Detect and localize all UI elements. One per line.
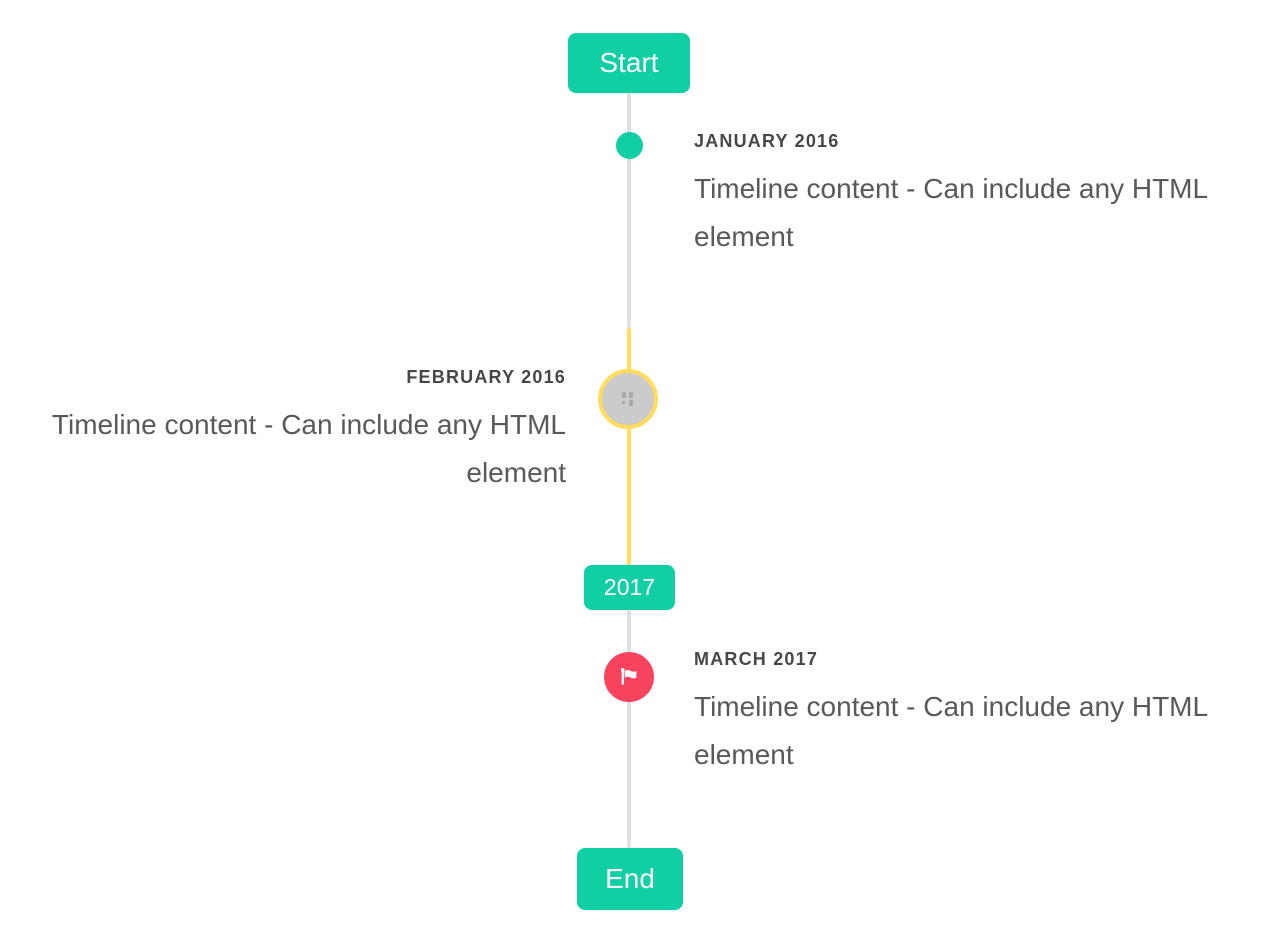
- event-period-label: MARCH 2017: [694, 649, 819, 669]
- broken-image-icon: [622, 392, 633, 406]
- event-period-label: JANUARY 2016: [694, 131, 840, 151]
- timeline-line-highlight-segment: [627, 328, 631, 565]
- end-badge: End: [577, 848, 683, 910]
- flag-icon: [620, 668, 637, 685]
- event-dot-marker: [616, 132, 643, 159]
- timeline-item-january-2016: JANUARY 2016 Timeline content - Can incl…: [694, 131, 1222, 261]
- event-content-text: Timeline content - Can include any HTML …: [694, 173, 1208, 252]
- timeline-item-february-2016: FEBRUARY 2016 Timeline content - Can inc…: [26, 367, 566, 497]
- image-placeholder-marker: [598, 369, 658, 429]
- timeline-line-top-segment: [627, 93, 631, 328]
- timeline-line-bottom-segment: [627, 610, 631, 848]
- timeline-item-march-2017: MARCH 2017 Timeline content - Can includ…: [694, 649, 1222, 779]
- flag-marker: [604, 652, 654, 702]
- year-badge: 2017: [584, 565, 675, 610]
- event-content-text: Timeline content - Can include any HTML …: [694, 691, 1208, 770]
- start-badge: Start: [568, 33, 690, 93]
- event-content-text: Timeline content - Can include any HTML …: [51, 409, 566, 488]
- event-period-label: FEBRUARY 2016: [406, 367, 566, 387]
